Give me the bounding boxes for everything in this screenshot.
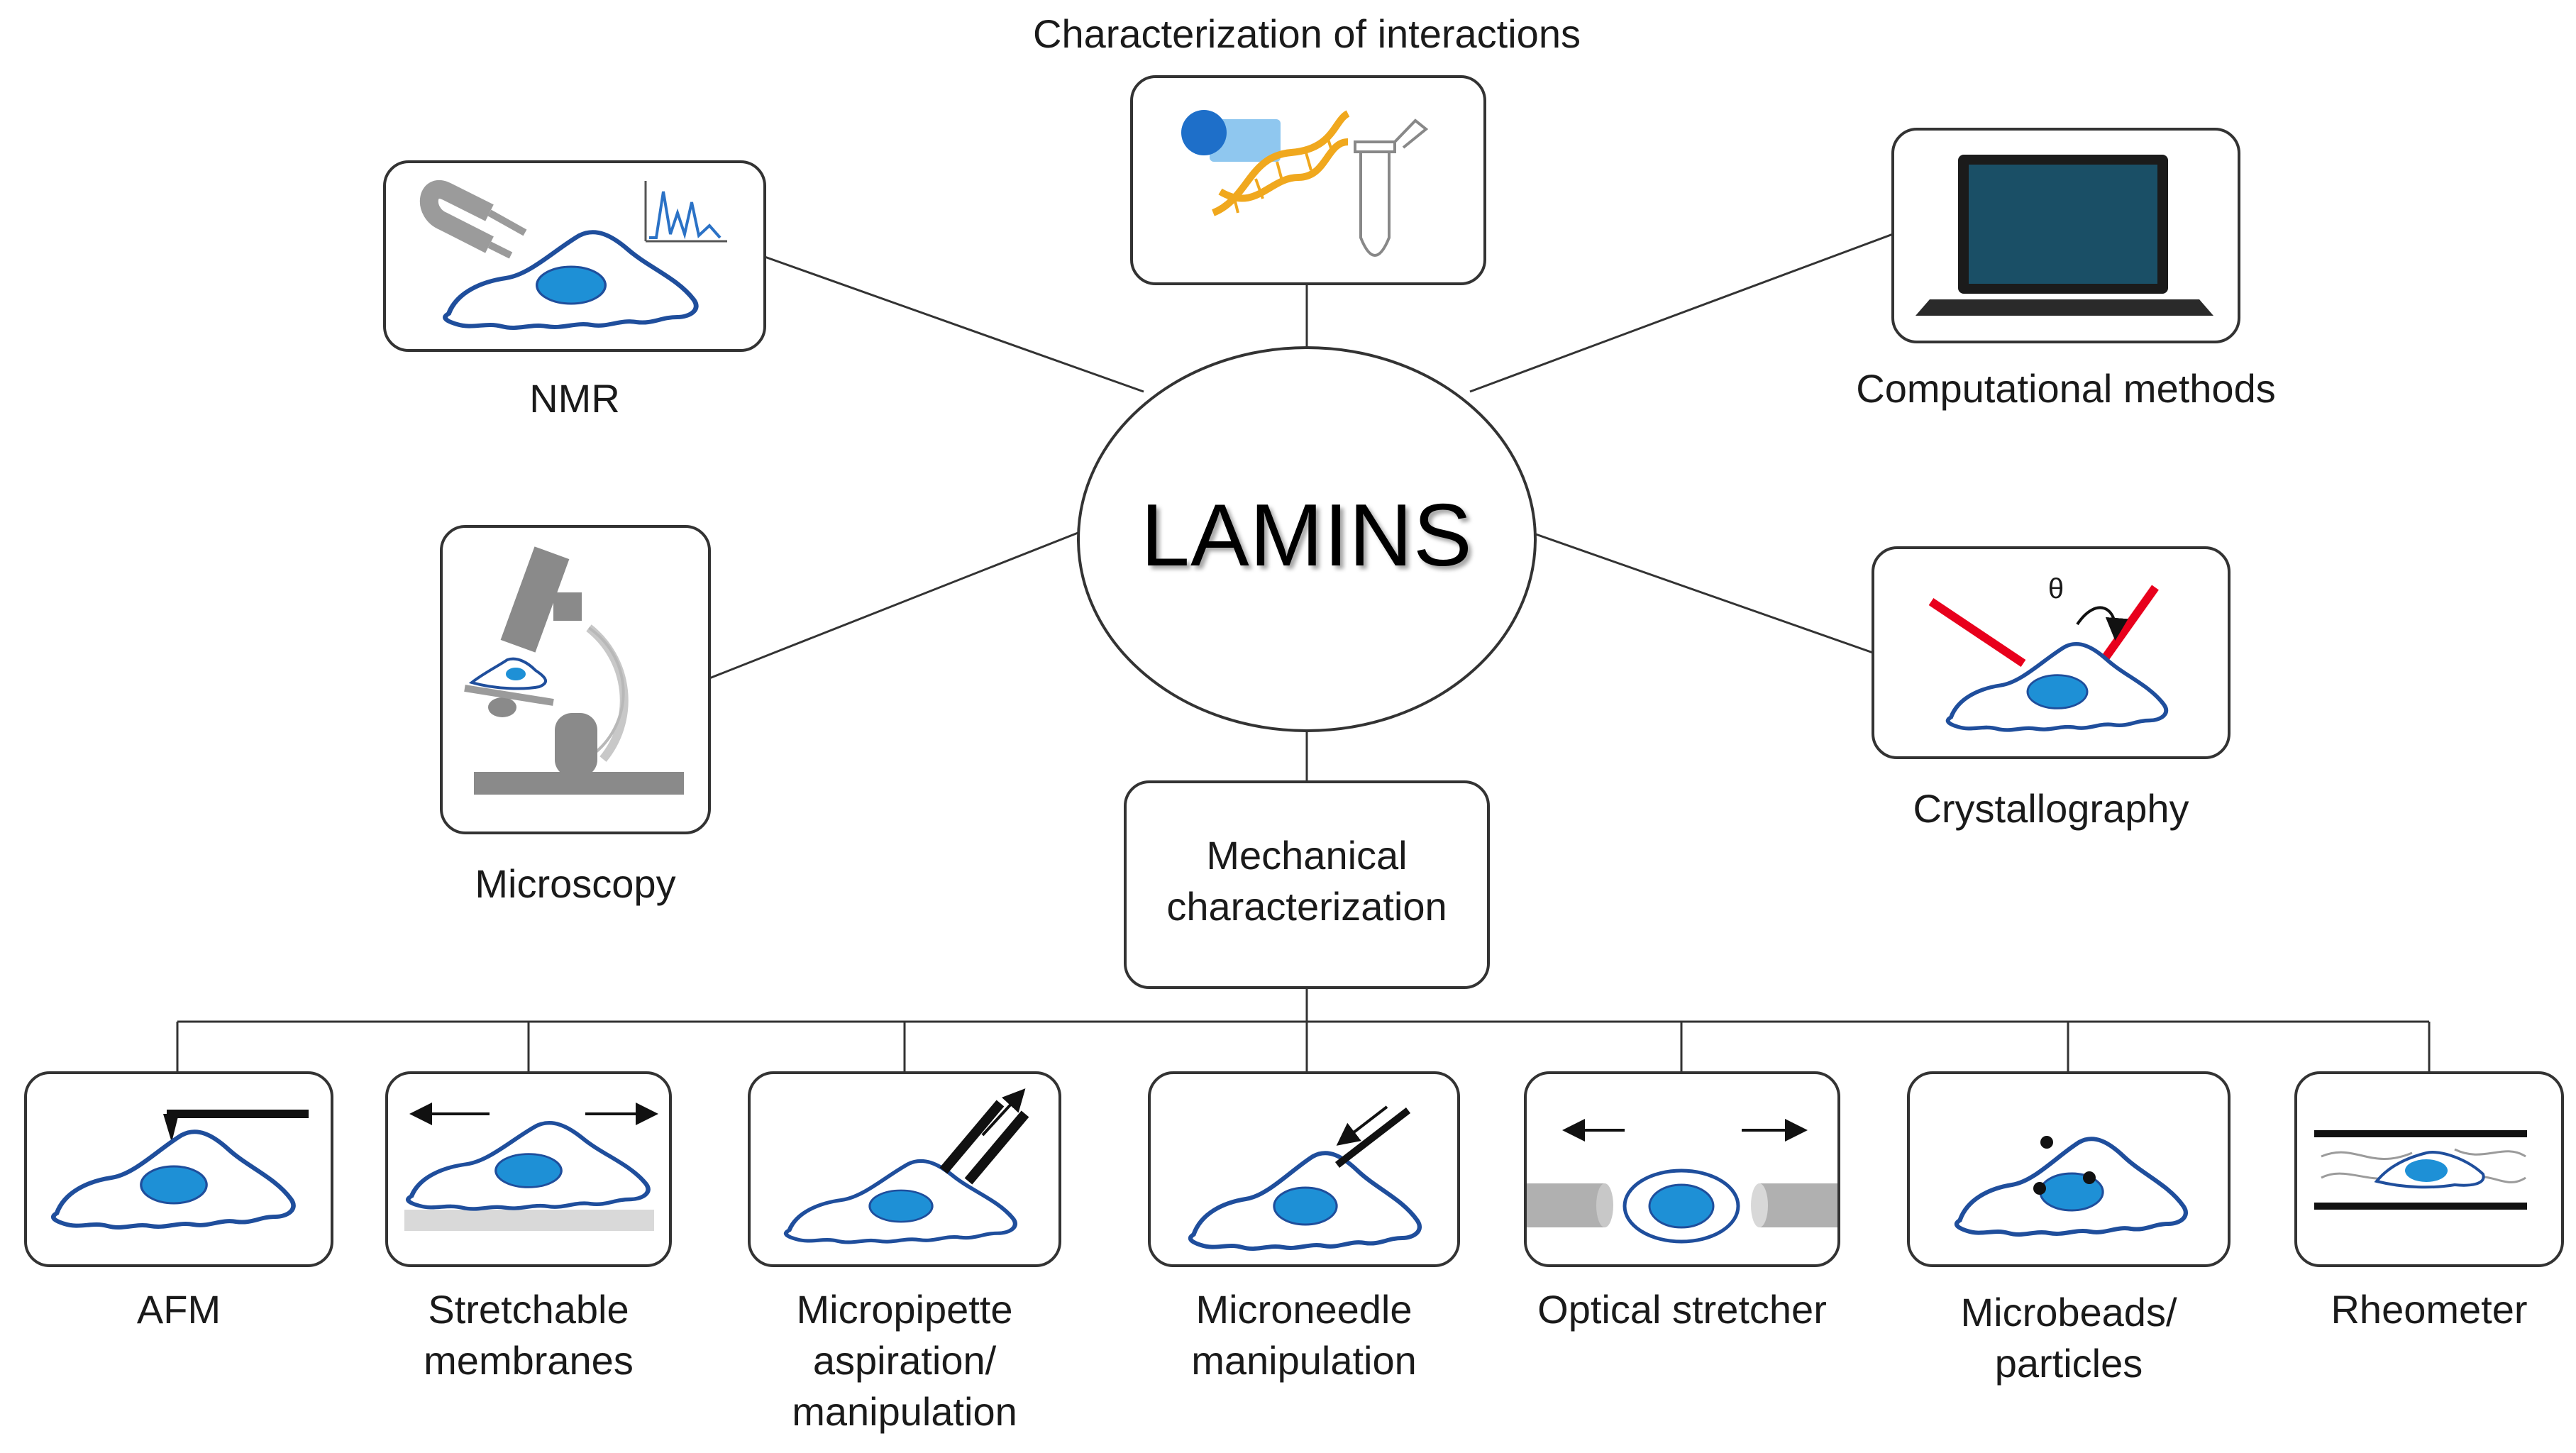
microbeads-panel bbox=[1907, 1071, 2230, 1267]
fiber-right-icon bbox=[1759, 1183, 1837, 1227]
stretchable-label-line1: Stretchable bbox=[428, 1287, 629, 1332]
hub-ellipse bbox=[1077, 346, 1537, 732]
stretchable-label: Stretchable membranes bbox=[387, 1284, 670, 1386]
magnet-icon bbox=[419, 180, 527, 259]
crystallography-panel bbox=[1872, 546, 2230, 759]
micropipette-label-line3: manipulation bbox=[792, 1389, 1017, 1434]
angle-theta-label: θ bbox=[2047, 573, 2064, 604]
connector-crystallography bbox=[1533, 532, 1874, 654]
hub-label: LAMINS bbox=[1141, 487, 1473, 585]
interactions-label: Characterization of interactions bbox=[1033, 11, 1581, 56]
fiber-left-icon bbox=[1527, 1183, 1605, 1227]
microneedle-label: Microneedle manipulation bbox=[1149, 1284, 1459, 1386]
mechanical-panel bbox=[1124, 780, 1490, 989]
micropipette-label-line2: aspiration/ bbox=[812, 1338, 997, 1383]
incident-beam-icon bbox=[1928, 598, 2026, 667]
microscope-cell-icon bbox=[464, 657, 554, 706]
connector-microscopy bbox=[709, 531, 1080, 680]
micropipette-panel bbox=[748, 1071, 1061, 1267]
protein-icon bbox=[1210, 119, 1281, 162]
optical-label-line1: Optical stretcher bbox=[1537, 1287, 1827, 1332]
microneedle-panel bbox=[1148, 1071, 1460, 1267]
afm-label: AFM bbox=[37, 1284, 321, 1335]
needle-icon bbox=[1334, 1107, 1411, 1168]
connector-nmr bbox=[764, 255, 1144, 393]
microscopy-label: Microscopy bbox=[475, 861, 676, 906]
laptop-icon bbox=[1916, 155, 2213, 316]
microbeads-label-line1: Microbeads/ bbox=[1960, 1290, 2177, 1335]
nmr-label: NMR bbox=[529, 376, 620, 421]
mechanical-label: Mechanical characterization bbox=[1125, 830, 1488, 932]
microbeads-label-line2: particles bbox=[1994, 1341, 2143, 1386]
needle-arrow-icon bbox=[1336, 1105, 1388, 1146]
pipette-icon bbox=[939, 1100, 1005, 1174]
connector-computational bbox=[1469, 233, 1894, 393]
optical-panel bbox=[1524, 1071, 1840, 1267]
microscope-icon bbox=[474, 546, 684, 795]
microscopy-panel bbox=[440, 525, 711, 834]
dna-icon bbox=[1211, 110, 1350, 216]
micropipette-label-line1: Micropipette bbox=[796, 1287, 1013, 1332]
connector-lines bbox=[176, 233, 2431, 1073]
mechanical-label-line2: characterization bbox=[1166, 884, 1447, 929]
microneedle-label-line1: Microneedle bbox=[1195, 1287, 1413, 1332]
interactions-panel bbox=[1130, 75, 1486, 285]
rheometer-panel bbox=[2294, 1071, 2564, 1267]
afm-label-line1: AFM bbox=[136, 1287, 221, 1332]
membrane-icon bbox=[404, 1210, 654, 1231]
bead-icon bbox=[2040, 1136, 2053, 1149]
crystallography-label: Crystallography bbox=[1913, 786, 2189, 831]
stretchable-panel bbox=[385, 1071, 672, 1267]
micropipette-label: Micropipette aspiration/ manipulation bbox=[749, 1284, 1060, 1437]
optical-label: Optical stretcher bbox=[1511, 1284, 1853, 1335]
rheometer-label-line1: Rheometer bbox=[2331, 1287, 2528, 1332]
nmr-panel bbox=[383, 160, 766, 352]
mechanical-label-line1: Mechanical bbox=[1206, 833, 1408, 878]
microbeads-label: Microbeads/ particles bbox=[1908, 1287, 2229, 1389]
angle-arrow-icon bbox=[2076, 606, 2128, 641]
computational-label: Computational methods bbox=[1856, 366, 2276, 411]
rheometer-label: Rheometer bbox=[2296, 1284, 2563, 1335]
spectrum-icon bbox=[644, 181, 727, 243]
computational-panel bbox=[1891, 128, 2240, 343]
tube-icon bbox=[1354, 118, 1429, 257]
diffracted-beam-icon bbox=[2098, 585, 2159, 666]
stretchable-label-line2: membranes bbox=[424, 1338, 634, 1383]
microneedle-label-line2: manipulation bbox=[1191, 1338, 1417, 1383]
aspiration-arrow-icon bbox=[981, 1088, 1026, 1137]
afm-panel bbox=[24, 1071, 333, 1267]
